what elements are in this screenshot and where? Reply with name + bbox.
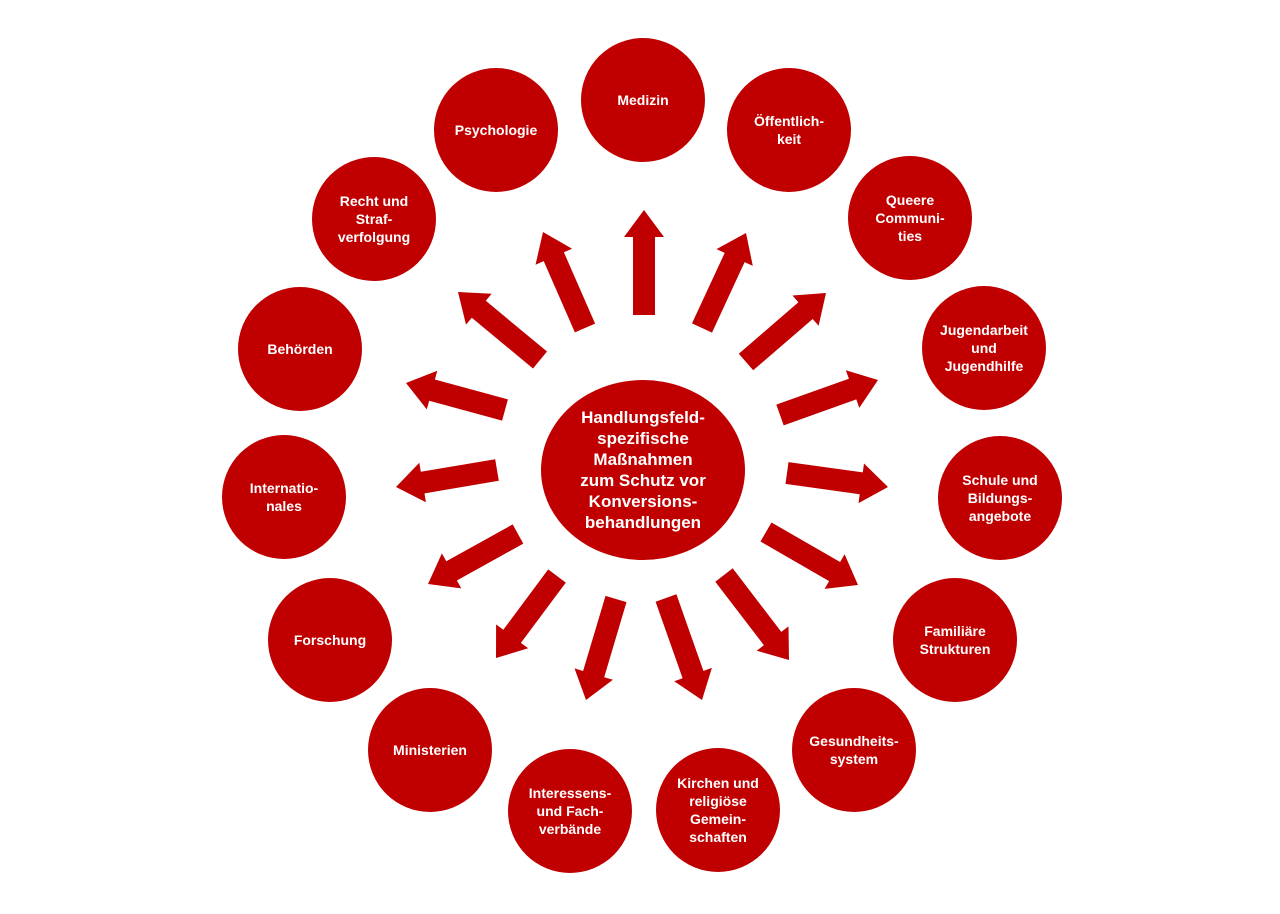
node-medizin: Medizin [581, 38, 705, 162]
node-queere-communities: Queere Communi- ties [848, 156, 972, 280]
node-label: Ministerien [393, 742, 467, 758]
node-label: Interessens- und Fach- verbände [528, 785, 612, 837]
center-label: Handlungsfeld- spezifische Maßnahmen zum… [580, 408, 706, 532]
node-recht: Recht und Straf- verfolgung [312, 157, 436, 281]
node-label: Öffentlich- keit [754, 113, 824, 147]
arrow-7 [715, 568, 789, 660]
node-kirchen: Kirchen und religiöse Gemein- schaften [656, 748, 780, 872]
node-schule: Schule und Bildungs- angebote [938, 436, 1062, 560]
node-label: Medizin [617, 92, 669, 108]
arrow-9 [574, 595, 627, 700]
node-internationales: Internatio- nales [222, 435, 346, 559]
node-interessensverbaende: Interessens- und Fach- verbände [508, 749, 632, 873]
arrow-1 [624, 210, 664, 315]
node-label: Internatio- nales [249, 480, 319, 514]
arrow-2 [692, 233, 753, 333]
node-label: Forschung [293, 632, 367, 648]
node-label: Recht und Straf- verfolgung [337, 193, 411, 245]
node-label: Behörden [267, 341, 333, 357]
node-forschung: Forschung [268, 578, 392, 702]
node-gesundheitssystem: Gesundheits- system [792, 688, 916, 812]
node-familiaere-strukturen: Familiäre Strukturen [893, 578, 1017, 702]
arrow-11 [428, 524, 524, 589]
node-behoerden: Behörden [238, 287, 362, 411]
node-label: Psychologie [454, 122, 538, 138]
arrow-8 [655, 594, 712, 700]
arrow-10 [496, 569, 566, 658]
arrow-14 [458, 292, 547, 369]
node-label: Queere Communi- ties [875, 192, 945, 244]
arrow-13 [406, 370, 508, 421]
arrow-12 [396, 459, 499, 503]
node-label: Jugendarbeit und Jugendhilfe [940, 322, 1028, 374]
arrow-4 [776, 370, 878, 426]
arrow-5 [785, 462, 888, 504]
node-label: Schule und Bildungs- angebote [962, 472, 1038, 524]
arrow-6 [760, 522, 858, 589]
node-jugendarbeit: Jugendarbeit und Jugendhilfe [922, 286, 1046, 410]
arrow-3 [738, 293, 826, 371]
node-ministerien: Ministerien [368, 688, 492, 812]
arrow-15 [535, 232, 596, 333]
node-label: Kirchen und religiöse Gemein- schaften [677, 775, 759, 845]
node-label: Familiäre Strukturen [919, 623, 991, 657]
center-circle: Handlungsfeld- spezifische Maßnahmen zum… [541, 380, 745, 560]
node-oeffentlichkeit: Öffentlich- keit [727, 68, 851, 192]
node-label: Gesundheits- system [809, 733, 899, 767]
node-psychologie: Psychologie [434, 68, 558, 192]
